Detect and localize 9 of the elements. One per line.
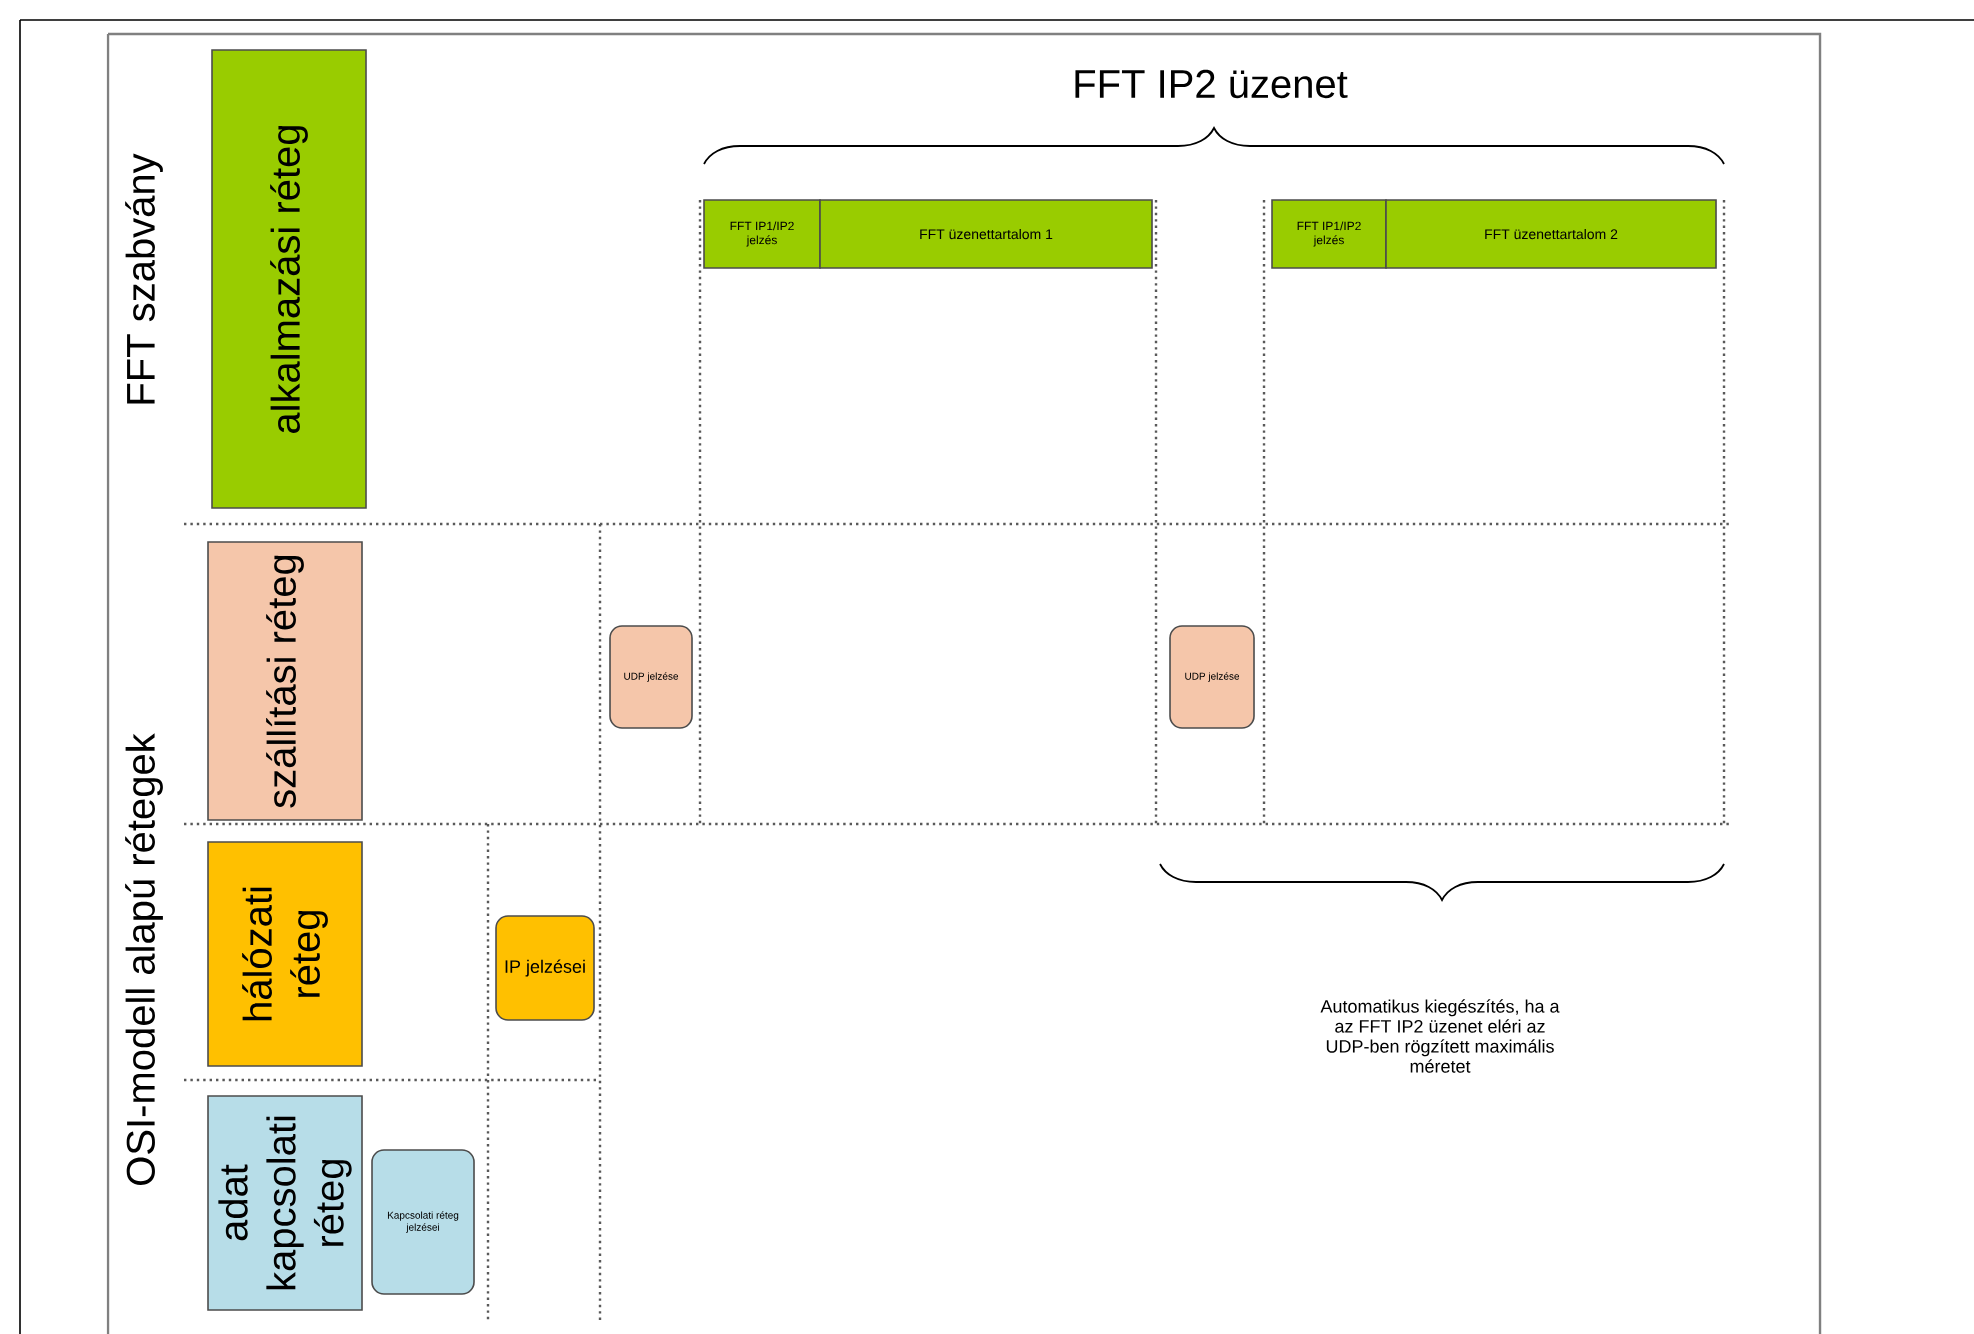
note: Automatikus kiegészítés, ha a az FFT IP2 üzenet eléri az UDP-ben rögzített maximális méretet (1320, 999, 1560, 1073)
brace-label: FFT IP2 üzenet (1075, 69, 1348, 99)
layer-box: alkalmazási réteg (211, 49, 367, 509)
side-label: FFT szabvány (125, 153, 163, 404)
header-box: IP jelzései (495, 915, 595, 1021)
layer-box: adat kapcsolati réteg (207, 1095, 363, 1311)
side-label: OSI-modell alapú rétegek (125, 733, 163, 1185)
layer-box: hálózati réteg (207, 841, 363, 1067)
layer-box: szállítási réteg (207, 541, 363, 821)
